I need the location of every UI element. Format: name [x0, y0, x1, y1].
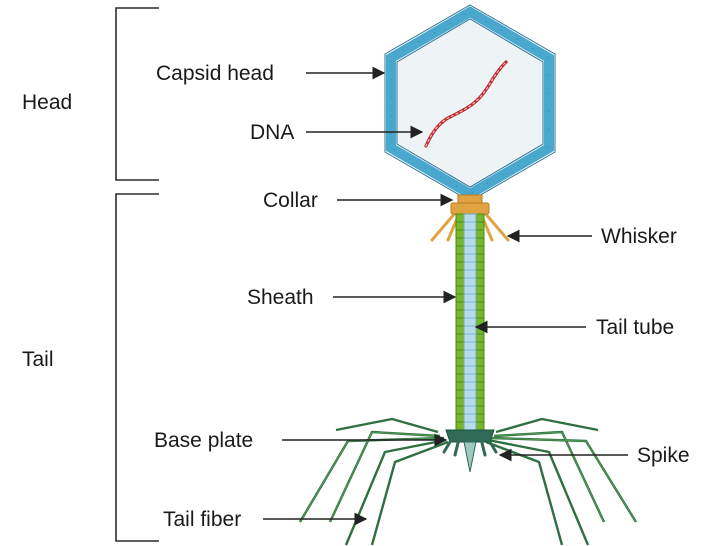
label-capsid-head: Capsid head — [156, 62, 384, 85]
head-section-label: Head — [22, 91, 72, 114]
label-tail-tube: Tail tube — [476, 316, 674, 339]
spike — [464, 442, 476, 472]
collar — [451, 195, 489, 214]
tail-tube-label: Tail tube — [596, 316, 674, 339]
base-plate-label: Base plate — [154, 429, 253, 452]
dna-label: DNA — [250, 121, 294, 144]
label-whisker: Whisker — [508, 225, 677, 248]
tail-bracket — [116, 194, 159, 541]
tail-fiber-left-5 — [336, 419, 438, 432]
collar-label: Collar — [263, 189, 318, 212]
capsid-head — [385, 5, 555, 201]
tail-fiber-right-5 — [496, 419, 598, 432]
capsid-head-label: Capsid head — [156, 62, 274, 85]
whisker-label: Whisker — [601, 225, 677, 248]
label-sheath: Sheath — [247, 286, 455, 309]
tail-section-label: Tail — [22, 348, 54, 371]
tail-tube — [464, 214, 476, 432]
spike-label: Spike — [637, 444, 690, 467]
tail-fiber-label: Tail fiber — [163, 508, 241, 531]
sheath-label: Sheath — [247, 286, 314, 309]
head-bracket — [116, 8, 159, 180]
label-collar: Collar — [263, 189, 452, 212]
